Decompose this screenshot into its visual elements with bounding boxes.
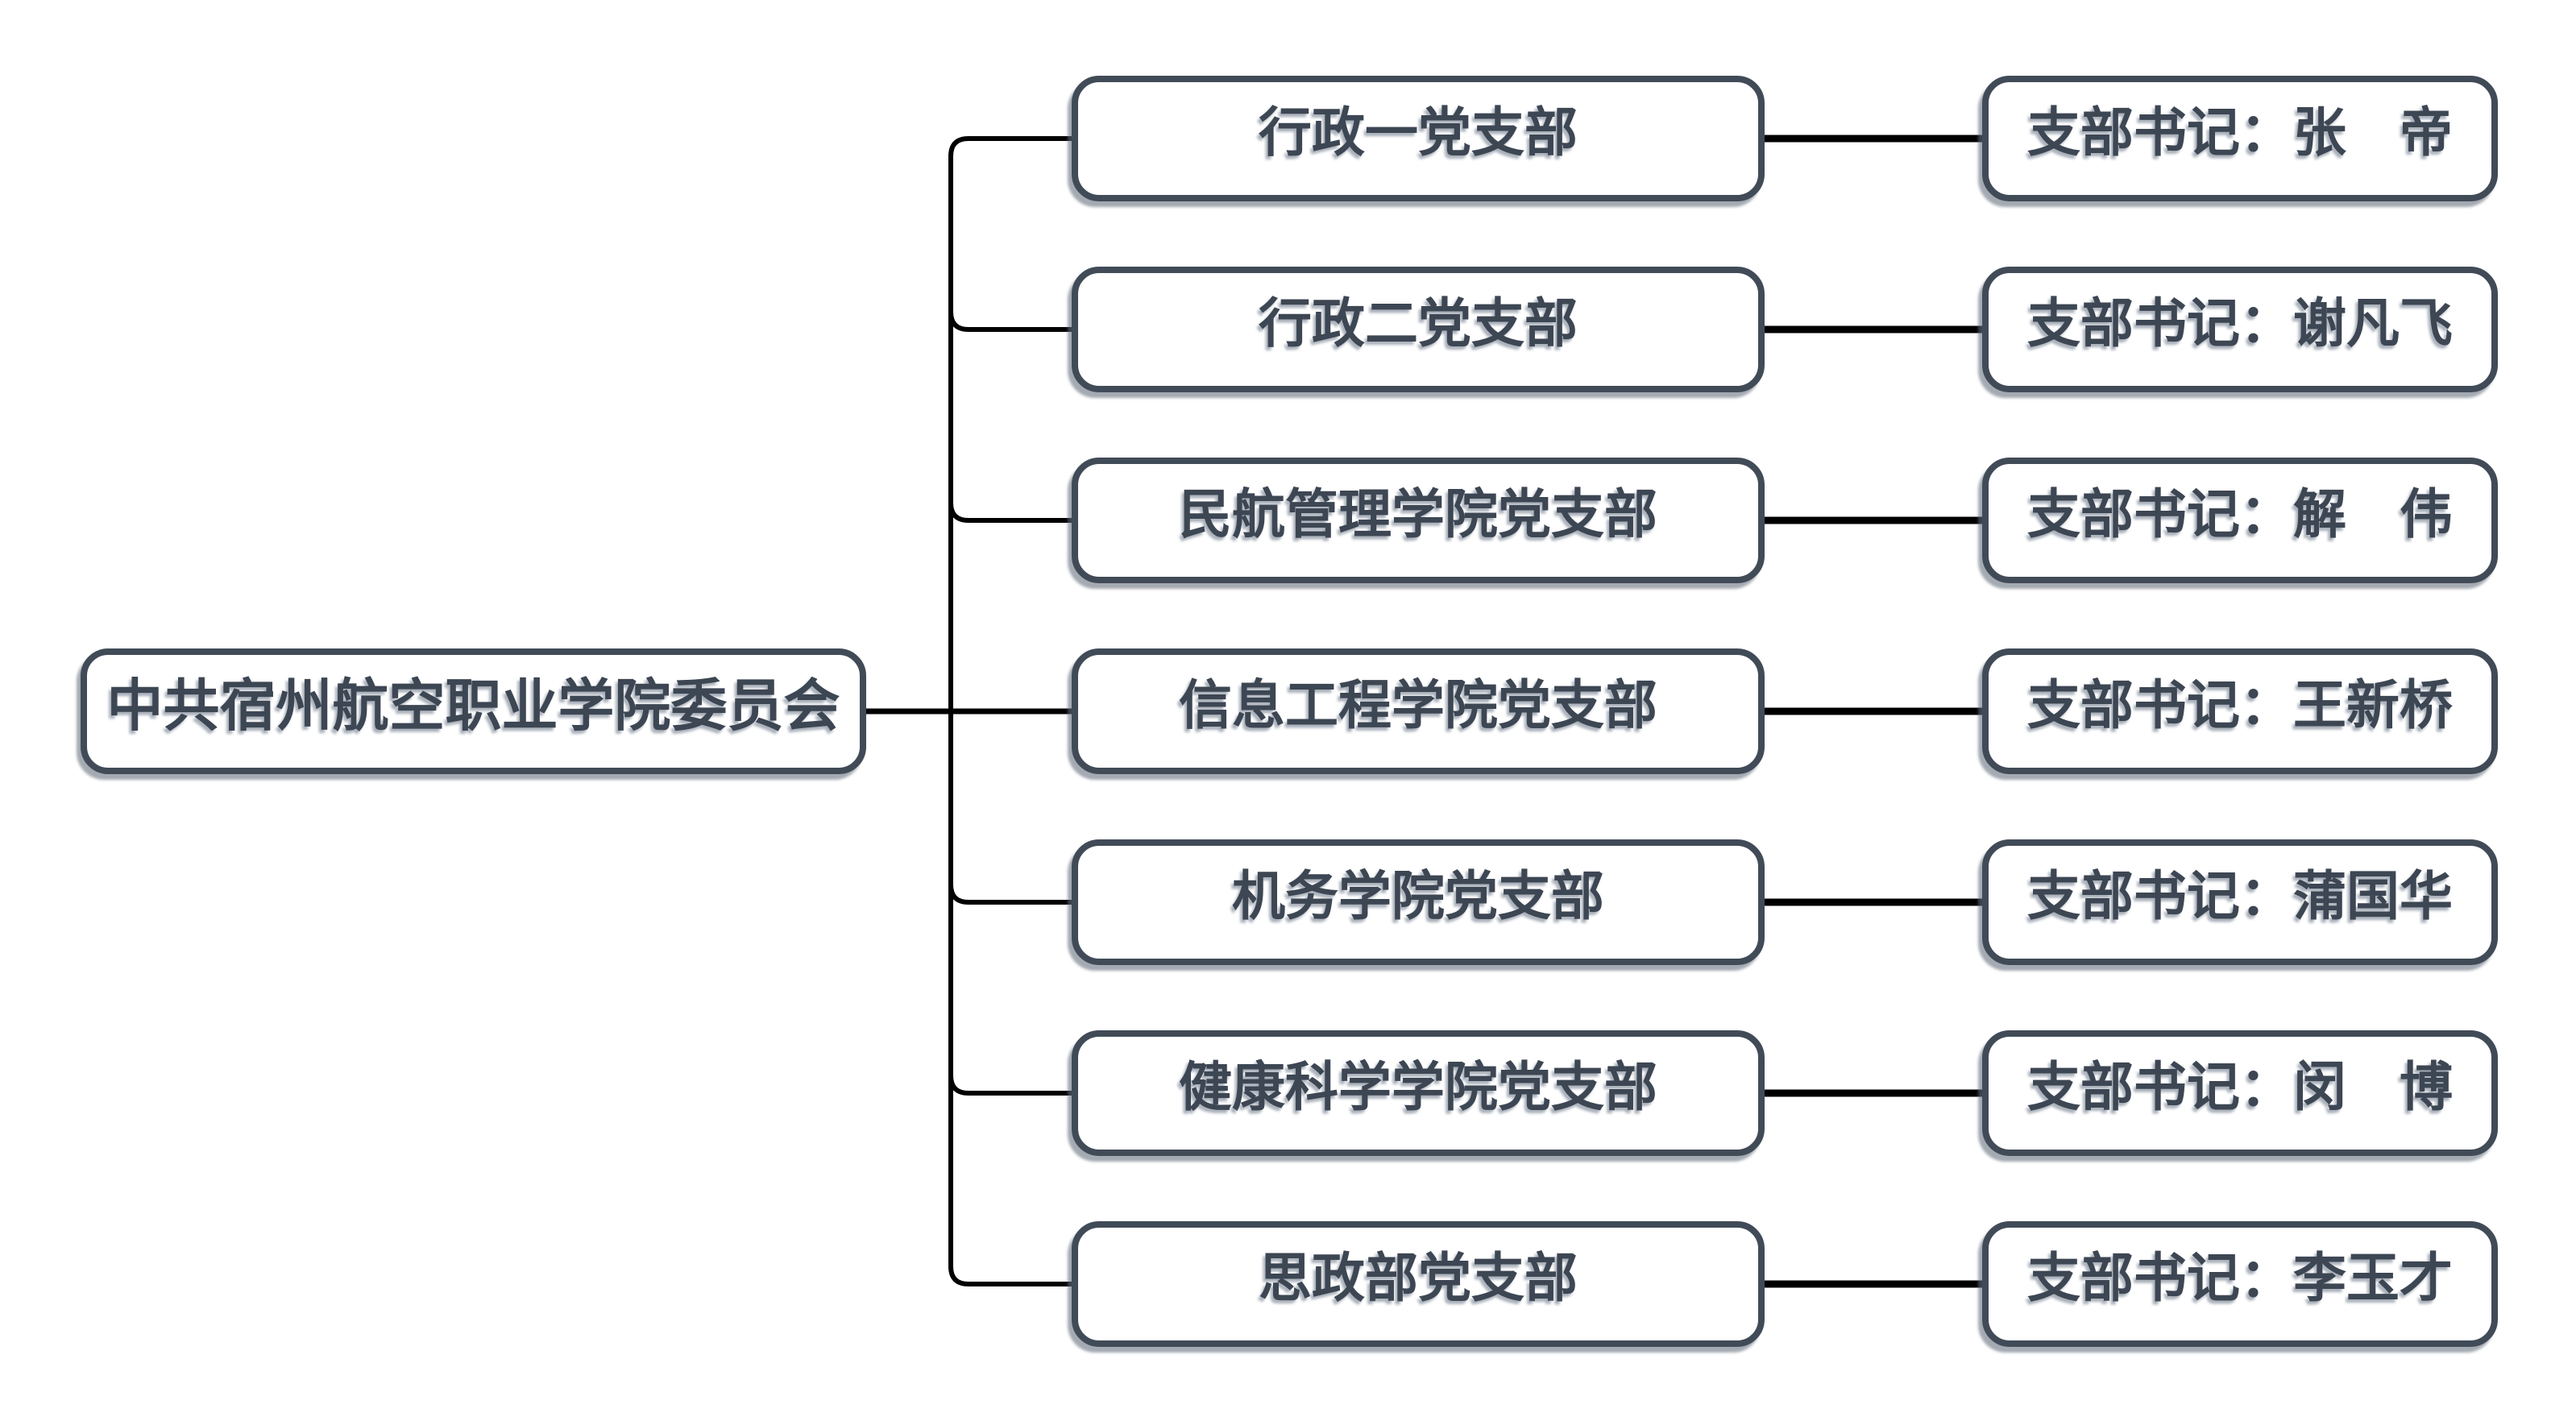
secretary-box: 支部书记：闵 博 — [1982, 1030, 2498, 1156]
root-committee-box: 中共宿州航空职业学院委员会 — [81, 648, 866, 774]
secretary-box: 支部书记：李玉才 — [1982, 1221, 2498, 1347]
branch-elbow-row5 — [948, 884, 1072, 905]
branch-box: 民航管理学院党支部 — [1072, 458, 1765, 583]
branch-elbow-row3 — [948, 502, 1072, 523]
branch-box: 行政二党支部 — [1072, 267, 1765, 392]
secretary-box: 支部书记：谢凡飞 — [1982, 267, 2498, 392]
branch-box: 机务学院党支部 — [1072, 839, 1765, 965]
branch-box: 信息工程学院党支部 — [1072, 648, 1765, 774]
secretary-box: 支部书记：解 伟 — [1982, 458, 2498, 583]
secretary-box: 支部书记：王新桥 — [1982, 648, 2498, 774]
branch-box: 健康科学学院党支部 — [1072, 1030, 1765, 1156]
secretary-box: 支部书记：张 帝 — [1982, 76, 2498, 201]
branch-box: 行政一党支部 — [1072, 76, 1765, 201]
secretary-box: 支部书记：蒲国华 — [1982, 839, 2498, 965]
branch-elbow-row2 — [948, 311, 1072, 332]
branch-elbow-row6 — [948, 1075, 1072, 1096]
branch-box: 思政部党支部 — [1072, 1221, 1765, 1347]
